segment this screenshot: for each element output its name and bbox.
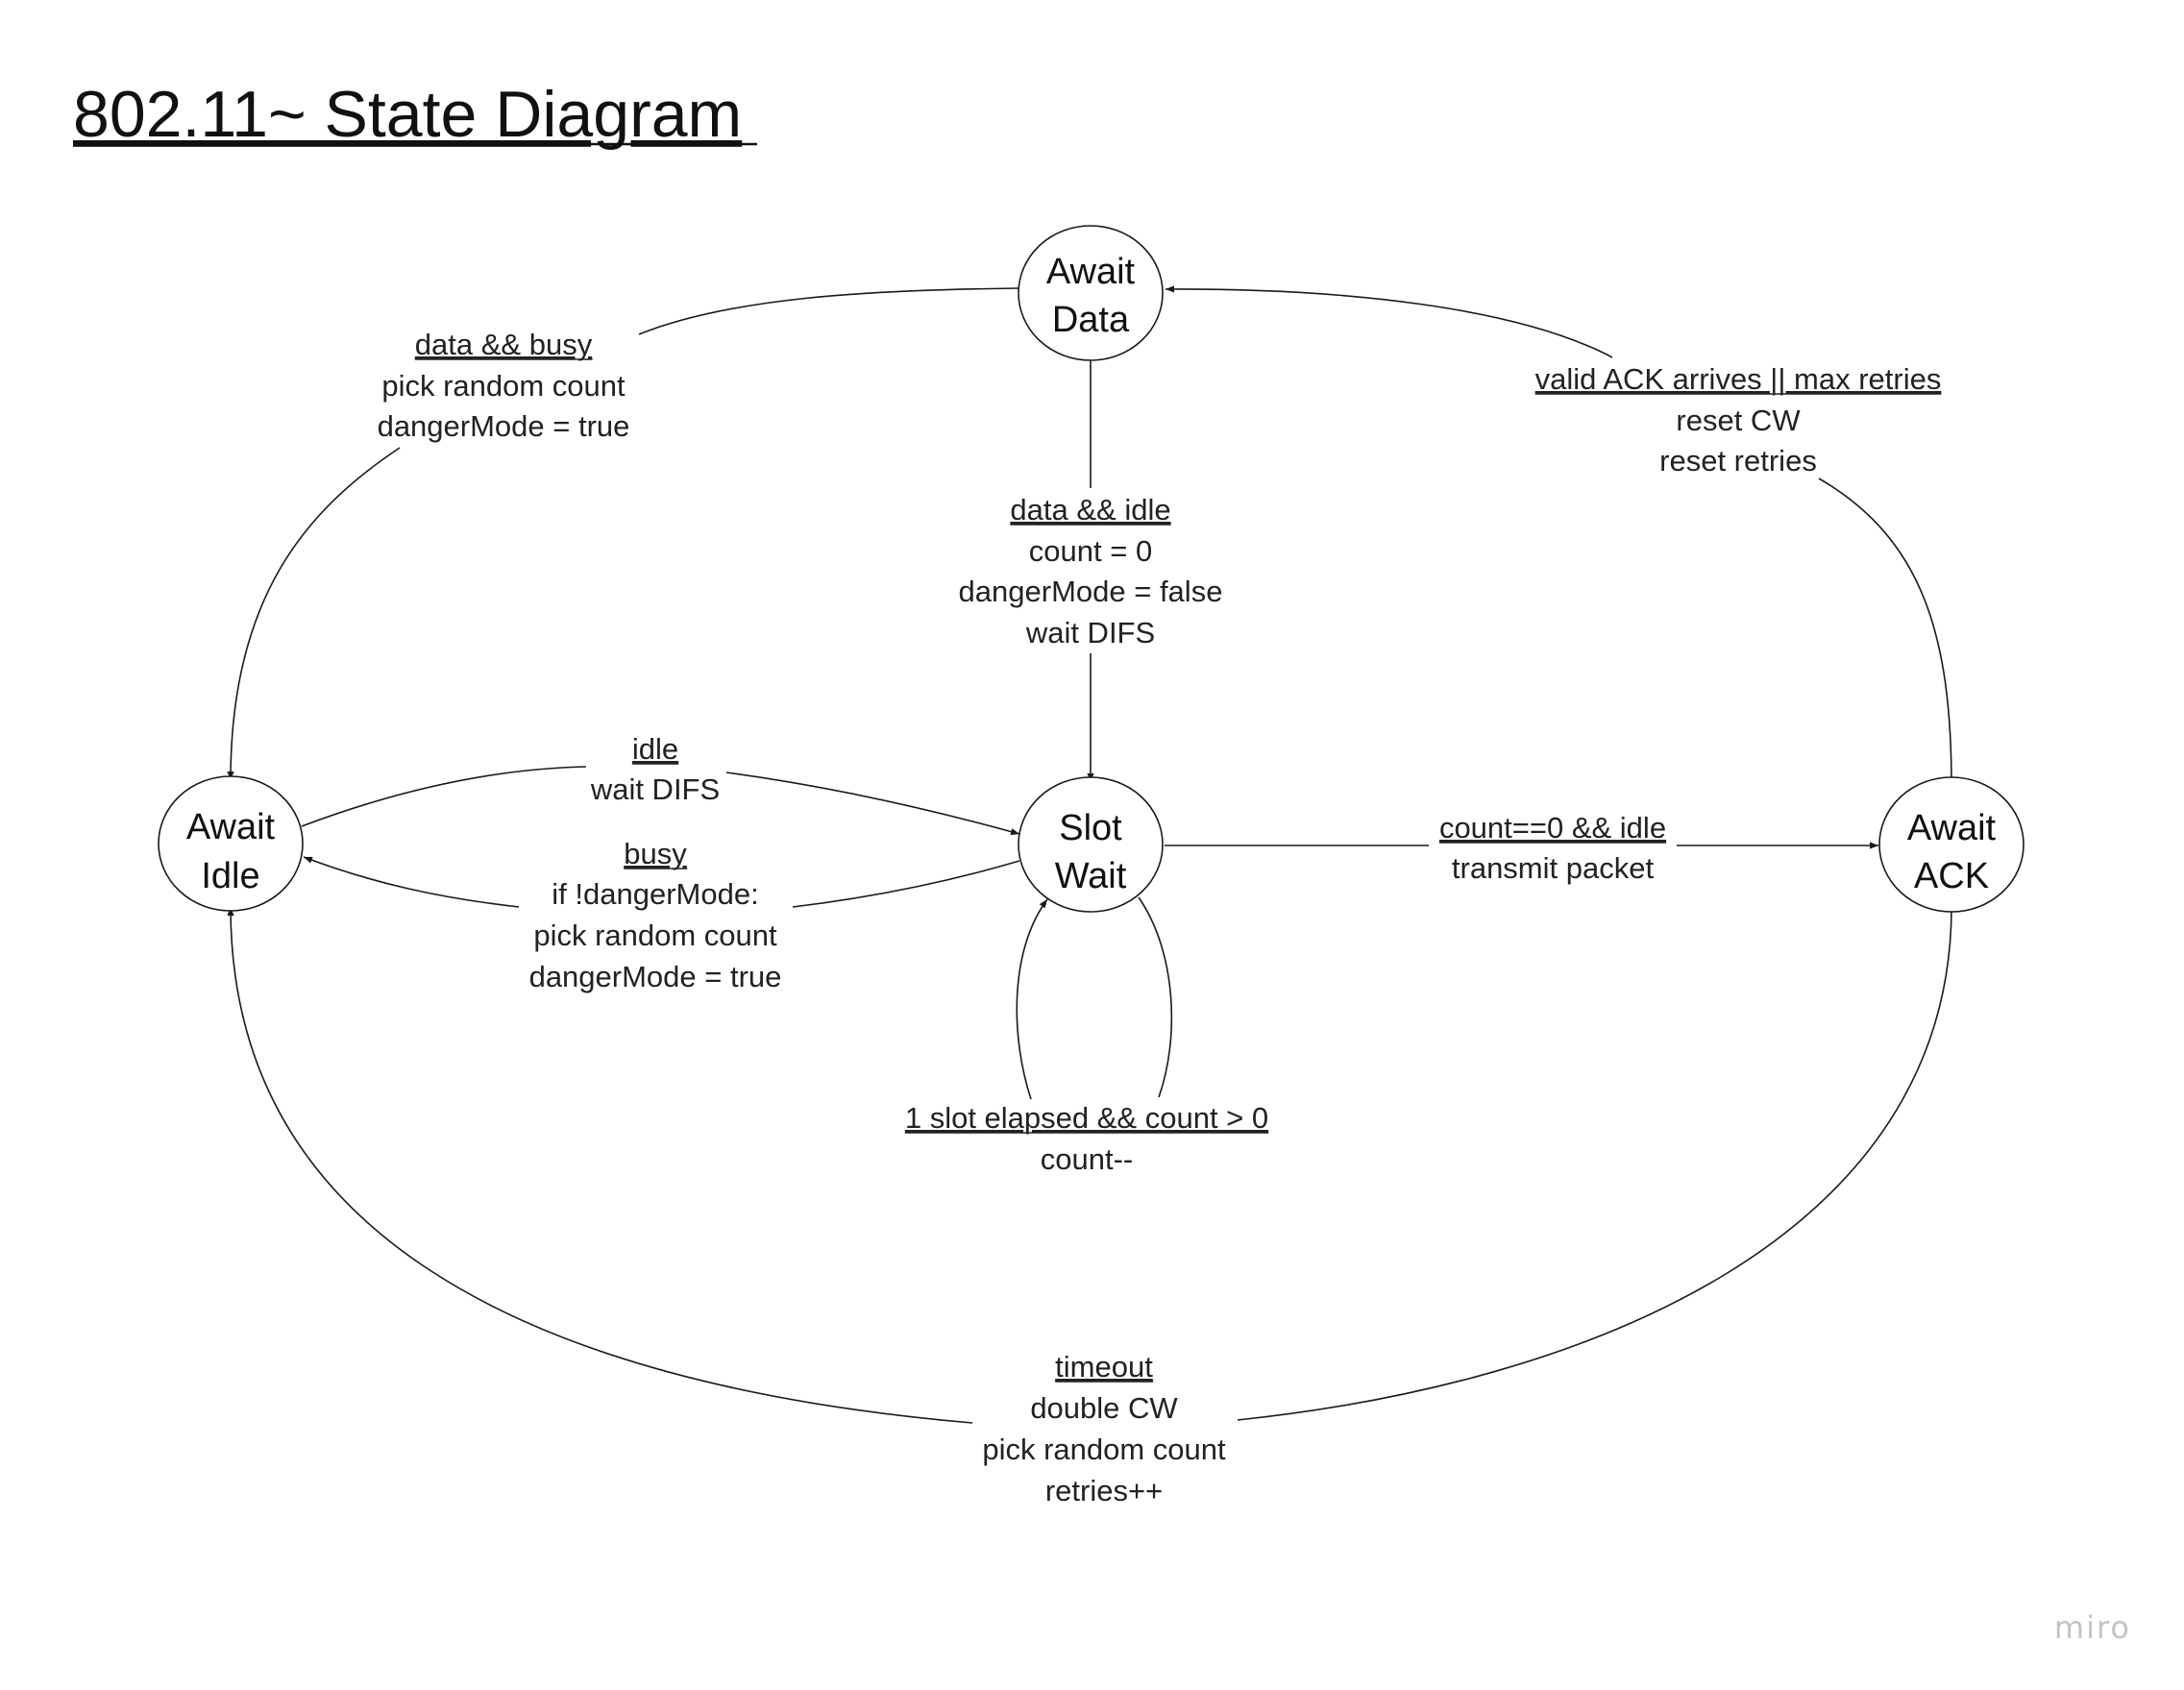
state-slot-wait[interactable]: Slot Wait <box>1018 776 1164 913</box>
state-await-data-line1: Await <box>1046 252 1136 292</box>
label-data-idle-action-1: count = 0 <box>1029 534 1152 568</box>
label-transmit: count==0 && idle transmit packet <box>1438 811 1667 885</box>
state-await-idle-circle <box>158 775 304 912</box>
label-data-busy-condition: data && busy <box>415 328 593 361</box>
label-busy-action-3: dangerMode = true <box>529 960 782 993</box>
state-await-data-circle <box>1018 225 1164 361</box>
edge-busy-right <box>792 860 1020 908</box>
label-transmit-action-1: transmit packet <box>1452 851 1655 885</box>
label-timeout-action-2: pick random count <box>982 1433 1226 1466</box>
state-slot-wait-line1: Slot <box>1059 808 1122 848</box>
edge-busy-left <box>303 856 520 908</box>
edge-valid-ack-upper <box>1165 285 1613 358</box>
edge-data-busy-upper <box>638 287 1019 335</box>
label-slot-elapsed-action-1: count-- <box>1041 1142 1133 1176</box>
state-await-data-line2: Data <box>1052 300 1130 340</box>
label-data-busy-action-2: dangerMode = true <box>378 409 630 443</box>
edge-data-busy-lower <box>227 447 401 781</box>
label-slot-elapsed-condition: 1 slot elapsed && count > 0 <box>905 1101 1268 1135</box>
label-data-idle-action-3: wait DIFS <box>1025 616 1155 649</box>
state-await-idle[interactable]: Await Idle <box>158 775 304 912</box>
state-await-ack-circle <box>1878 776 2024 913</box>
label-timeout-action-3: retries++ <box>1045 1474 1163 1507</box>
state-await-ack[interactable]: Await ACK <box>1878 776 2024 913</box>
state-await-ack-line2: ACK <box>1914 856 1989 896</box>
label-busy-condition: busy <box>624 837 687 870</box>
label-data-idle-action-2: dangerMode = false <box>959 575 1223 608</box>
label-valid-ack: valid ACK arrives || max retries reset C… <box>1534 362 1942 478</box>
label-busy-action-1: if !dangerMode: <box>552 877 758 911</box>
page-title: 802.11~ State Diagram <box>73 78 742 151</box>
label-slot-elapsed: 1 slot elapsed && count > 0 count-- <box>904 1101 1269 1176</box>
state-await-data[interactable]: Await Data <box>1018 225 1164 361</box>
edge-idle-right <box>725 772 1020 836</box>
state-await-idle-line1: Await <box>186 807 276 847</box>
label-busy: busy if !dangerMode: pick random count d… <box>529 837 782 993</box>
label-data-idle: data && idle count = 0 dangerMode = fals… <box>959 493 1223 649</box>
edge-valid-ack-lower <box>1818 478 1952 787</box>
edge-self-loop-right <box>1138 896 1173 1098</box>
label-timeout: timeout double CW pick random count retr… <box>982 1350 1226 1507</box>
label-data-busy: data && busy pick random count dangerMod… <box>378 328 630 443</box>
miro-watermark: miro <box>2054 1609 2131 1646</box>
label-timeout-action-1: double CW <box>1030 1391 1178 1425</box>
edge-self-loop-left <box>1016 898 1048 1100</box>
label-timeout-condition: timeout <box>1055 1350 1153 1384</box>
edge-timeout-right <box>1237 906 1952 1421</box>
state-slot-wait-circle <box>1018 776 1164 913</box>
label-valid-ack-action-2: reset retries <box>1659 444 1817 478</box>
edge-idle-left <box>301 766 587 827</box>
label-valid-ack-action-1: reset CW <box>1676 404 1801 437</box>
state-await-ack-line1: Await <box>1907 808 1997 848</box>
state-await-idle-line2: Idle <box>201 856 259 896</box>
edge-timeout-left <box>227 906 973 1424</box>
label-idle-action-1: wait DIFS <box>590 772 720 806</box>
label-data-busy-action-1: pick random count <box>381 369 626 403</box>
label-transmit-condition: count==0 && idle <box>1439 811 1666 845</box>
label-busy-action-2: pick random count <box>533 918 777 952</box>
label-idle-condition: idle <box>632 732 678 766</box>
label-valid-ack-condition: valid ACK arrives || max retries <box>1535 362 1942 396</box>
label-idle: idle wait DIFS <box>590 732 720 806</box>
state-slot-wait-line2: Wait <box>1055 856 1127 896</box>
label-data-idle-condition: data && idle <box>1010 493 1170 527</box>
